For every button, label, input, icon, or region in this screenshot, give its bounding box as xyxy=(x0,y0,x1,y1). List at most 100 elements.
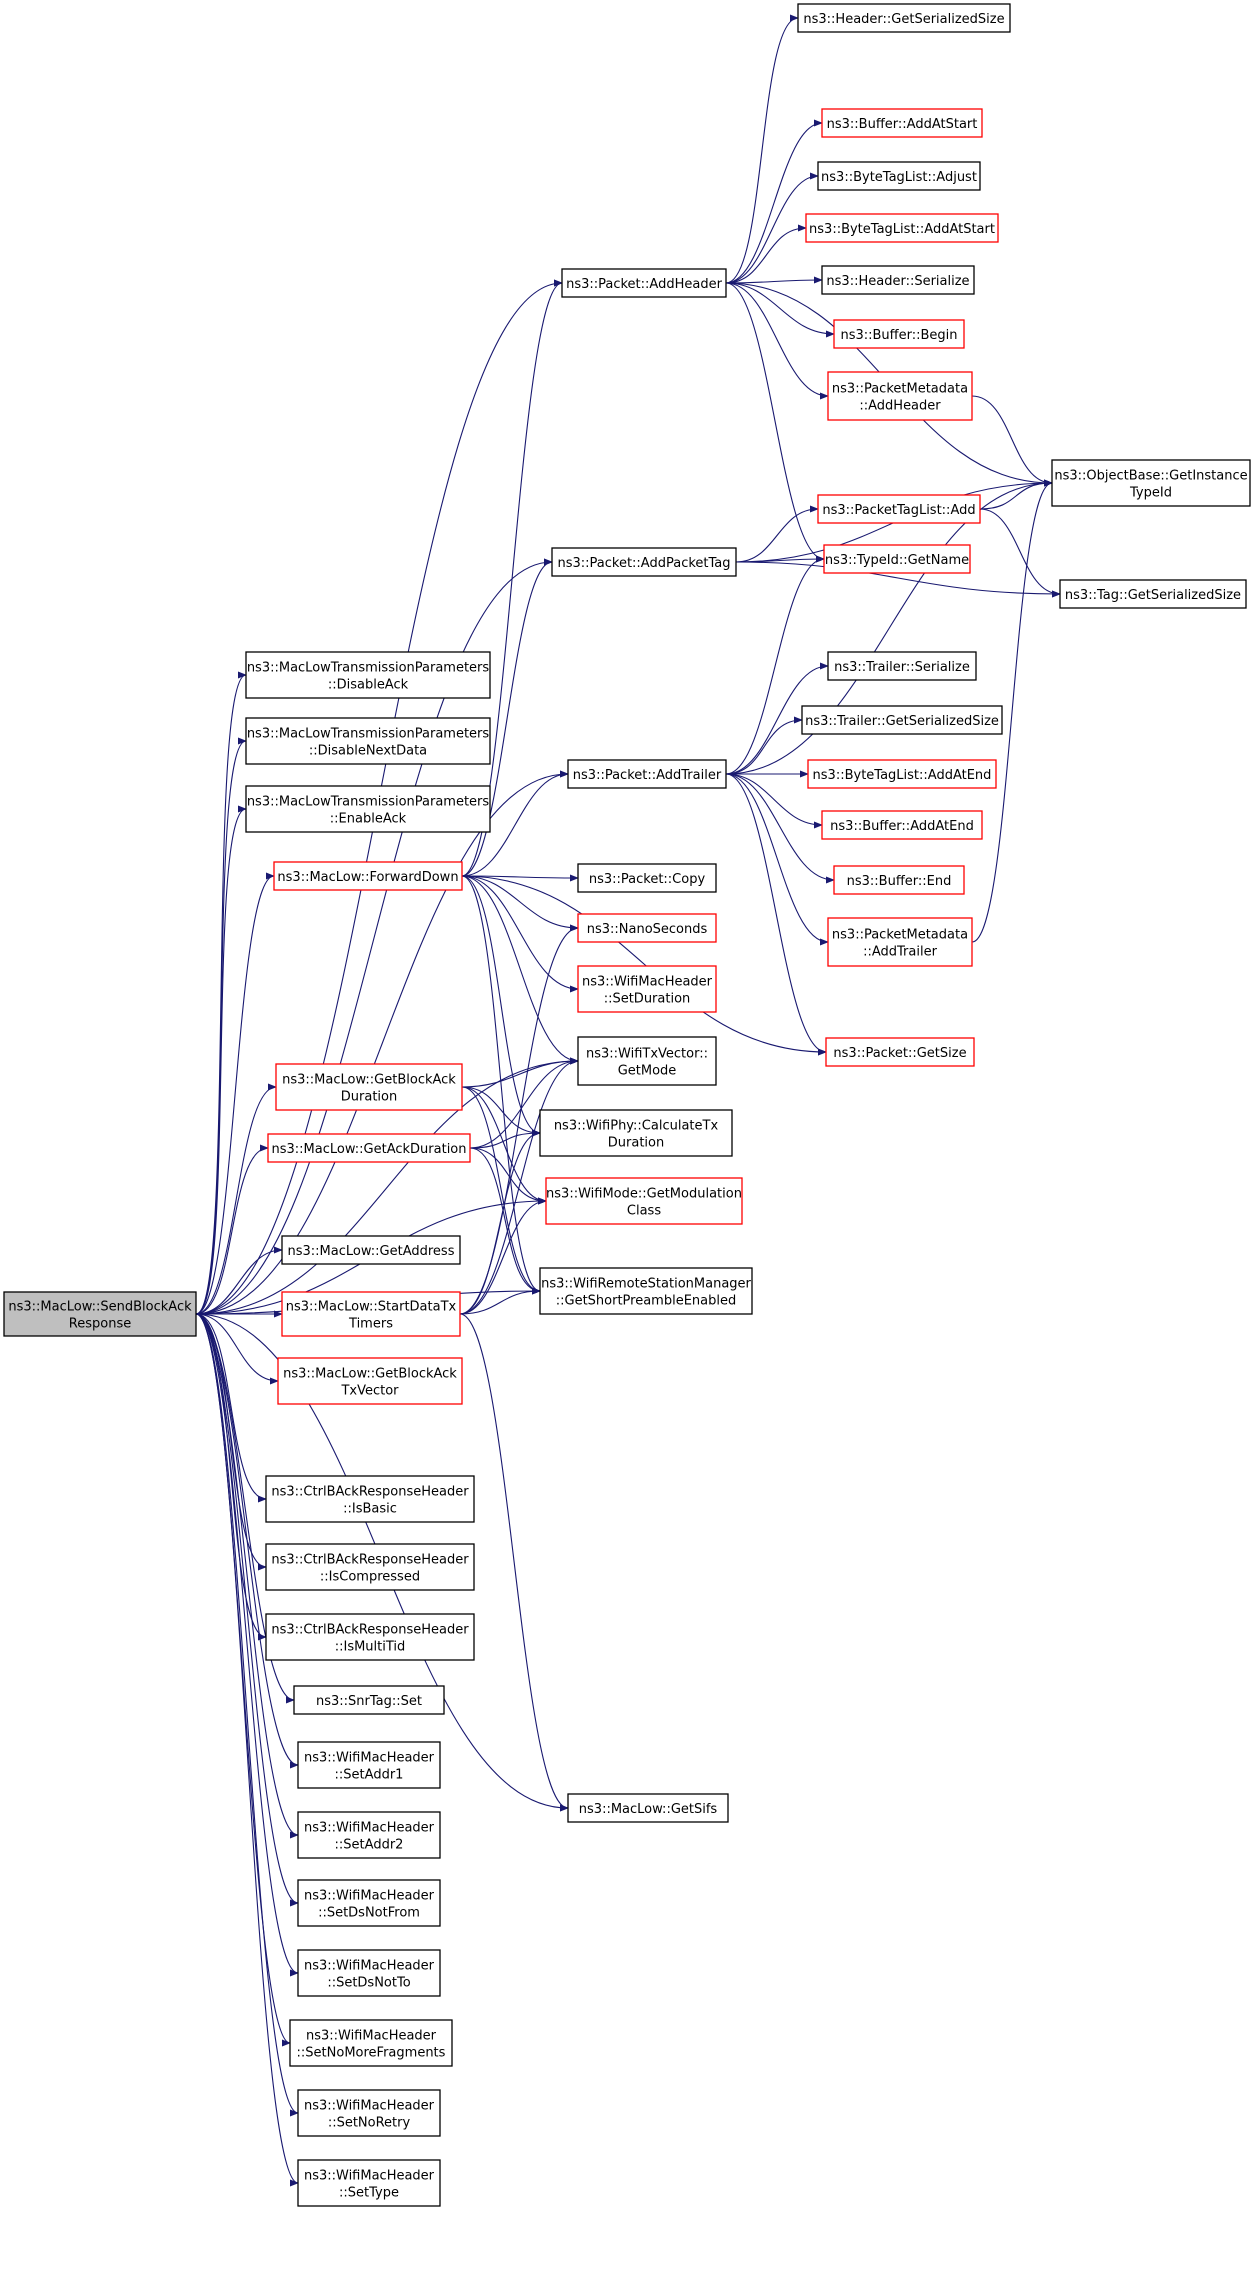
node-header-getsersize[interactable]: ns3::Header::GetSerializedSize xyxy=(797,3,1011,33)
node-box[interactable] xyxy=(551,547,737,577)
node-box[interactable] xyxy=(577,863,717,893)
node-tag-getsersize[interactable]: ns3::Tag::GetSerializedSize xyxy=(1059,579,1247,609)
node-maclow-forwarddown[interactable]: ns3::MacLow::ForwardDown xyxy=(273,861,463,891)
node-mltp-disableack[interactable]: ns3::MacLowTransmissionParameters::Disab… xyxy=(245,651,491,699)
node-box[interactable] xyxy=(821,265,975,295)
node-packet-addtrailer[interactable]: ns3::Packet::AddTrailer xyxy=(567,759,727,789)
node-box[interactable] xyxy=(577,913,717,943)
node-box[interactable] xyxy=(825,1037,975,1067)
node-box[interactable] xyxy=(281,1235,461,1265)
node-buffer-addatstart[interactable]: ns3::Buffer::AddAtStart xyxy=(821,108,983,138)
node-box[interactable] xyxy=(821,810,983,840)
node-buffer-end[interactable]: ns3::Buffer::End xyxy=(833,865,965,895)
node-box[interactable] xyxy=(577,965,717,1013)
node-ctrlback-isbasic[interactable]: ns3::CtrlBAckResponseHeader::IsBasic xyxy=(265,1475,475,1523)
node-maclow-getaddress[interactable]: ns3::MacLow::GetAddress xyxy=(281,1235,461,1265)
node-box[interactable] xyxy=(297,2159,441,2207)
node-box[interactable] xyxy=(827,917,973,967)
node-box[interactable] xyxy=(823,544,971,574)
node-trailer-getsersize[interactable]: ns3::Trailer::GetSerializedSize xyxy=(801,705,1003,735)
node-box[interactable] xyxy=(827,651,977,681)
node-box[interactable] xyxy=(797,3,1011,33)
node-wifimacheader-setaddr2[interactable]: ns3::WifiMacHeader::SetAddr2 xyxy=(297,1811,441,1859)
node-box[interactable] xyxy=(801,705,1003,735)
node-buffer-addatend[interactable]: ns3::Buffer::AddAtEnd xyxy=(821,810,983,840)
node-packetmetadata-addtrailer[interactable]: ns3::PacketMetadata::AddTrailer xyxy=(827,917,973,967)
node-packettaglist-add[interactable]: ns3::PacketTagList::Add xyxy=(817,494,981,524)
node-box[interactable] xyxy=(833,319,965,349)
node-box[interactable] xyxy=(577,1036,717,1086)
node-wifimacheader-settype[interactable]: ns3::WifiMacHeader::SetType xyxy=(297,2159,441,2207)
node-box[interactable] xyxy=(281,1291,461,1337)
node-box[interactable] xyxy=(275,1063,463,1111)
node-box[interactable] xyxy=(827,371,973,421)
node-packet-copy[interactable]: ns3::Packet::Copy xyxy=(577,863,717,893)
node-mltp-enableack[interactable]: ns3::MacLowTransmissionParameters::Enabl… xyxy=(245,785,491,833)
node-box[interactable] xyxy=(805,213,999,243)
node-maclow-getackduration[interactable]: ns3::MacLow::GetAckDuration xyxy=(267,1133,471,1163)
node-wifimacheader-setnoretry[interactable]: ns3::WifiMacHeader::SetNoRetry xyxy=(297,2089,441,2137)
node-box[interactable] xyxy=(297,1811,441,1859)
node-typeid-getname[interactable]: ns3::TypeId::GetName xyxy=(823,544,971,574)
node-box[interactable] xyxy=(567,1793,729,1823)
node-ctrlback-ismultitid[interactable]: ns3::CtrlBAckResponseHeader::IsMultiTid xyxy=(265,1613,475,1661)
node-wifimacheader-setdsnotto[interactable]: ns3::WifiMacHeader::SetDsNotTo xyxy=(297,1949,441,1997)
node-wifimacheader-setduration[interactable]: ns3::WifiMacHeader::SetDuration xyxy=(577,965,717,1013)
node-box[interactable] xyxy=(265,1475,475,1523)
node-snrtag-set[interactable]: ns3::SnrTag::Set xyxy=(293,1685,445,1715)
node-packet-addheader[interactable]: ns3::Packet::AddHeader xyxy=(561,268,727,298)
node-box[interactable] xyxy=(1051,459,1251,507)
node-box[interactable] xyxy=(273,861,463,891)
node-box[interactable] xyxy=(297,1879,441,1927)
node-wrsm-getshortpreambleenabled[interactable]: ns3::WifiRemoteStationManager::GetShortP… xyxy=(539,1267,753,1315)
node-box[interactable] xyxy=(245,717,491,765)
node-mltp-disablenextdata[interactable]: ns3::MacLowTransmissionParameters::Disab… xyxy=(245,717,491,765)
node-box[interactable] xyxy=(277,1357,463,1405)
node-packetmetadata-addheader[interactable]: ns3::PacketMetadata::AddHeader xyxy=(827,371,973,421)
node-box[interactable] xyxy=(265,1543,475,1591)
node-box[interactable] xyxy=(265,1613,475,1661)
node-box[interactable] xyxy=(833,865,965,895)
node-bytetaglist-adjust[interactable]: ns3::ByteTagList::Adjust xyxy=(817,161,981,191)
node-wifitxvector-getmode[interactable]: ns3::WifiTxVector::GetMode xyxy=(577,1036,717,1086)
node-box[interactable] xyxy=(807,759,997,789)
node-wifimacheader-setnomorefragments[interactable]: ns3::WifiMacHeader::SetNoMoreFragments xyxy=(289,2019,453,2067)
node-box[interactable] xyxy=(561,268,727,298)
node-box[interactable] xyxy=(297,1949,441,1997)
node-box[interactable] xyxy=(539,1109,733,1157)
node-bytetaglist-addatstart[interactable]: ns3::ByteTagList::AddAtStart xyxy=(805,213,999,243)
node-box[interactable] xyxy=(297,1741,441,1789)
node-wifimacheader-setaddr1[interactable]: ns3::WifiMacHeader::SetAddr1 xyxy=(297,1741,441,1789)
node-box[interactable] xyxy=(817,161,981,191)
node-box[interactable] xyxy=(817,494,981,524)
node-packet-getsize[interactable]: ns3::Packet::GetSize xyxy=(825,1037,975,1067)
node-header-serialize[interactable]: ns3::Header::Serialize xyxy=(821,265,975,295)
node-box[interactable] xyxy=(245,651,491,699)
node-ctrlback-iscompressed[interactable]: ns3::CtrlBAckResponseHeader::IsCompresse… xyxy=(265,1543,475,1591)
node-box[interactable] xyxy=(245,785,491,833)
node-box[interactable] xyxy=(539,1267,753,1315)
node-box[interactable] xyxy=(1059,579,1247,609)
node-trailer-serialize[interactable]: ns3::Trailer::Serialize xyxy=(827,651,977,681)
node-wifimacheader-setdsnotfrom[interactable]: ns3::WifiMacHeader::SetDsNotFrom xyxy=(297,1879,441,1927)
node-box[interactable] xyxy=(293,1685,445,1715)
node-buffer-begin[interactable]: ns3::Buffer::Begin xyxy=(833,319,965,349)
node-nanoseconds[interactable]: ns3::NanoSeconds xyxy=(577,913,717,943)
node-bytetaglist-addatend[interactable]: ns3::ByteTagList::AddAtEnd xyxy=(807,759,997,789)
node-box[interactable] xyxy=(545,1177,743,1225)
node-maclow-getsifs[interactable]: ns3::MacLow::GetSifs xyxy=(567,1793,729,1823)
node-box[interactable] xyxy=(297,2089,441,2137)
node-box[interactable] xyxy=(821,108,983,138)
node-packet-addpackettag[interactable]: ns3::Packet::AddPacketTag xyxy=(551,547,737,577)
node-box[interactable] xyxy=(289,2019,453,2067)
node-box[interactable] xyxy=(267,1133,471,1163)
node-box[interactable] xyxy=(3,1291,197,1337)
node-box[interactable] xyxy=(567,759,727,789)
